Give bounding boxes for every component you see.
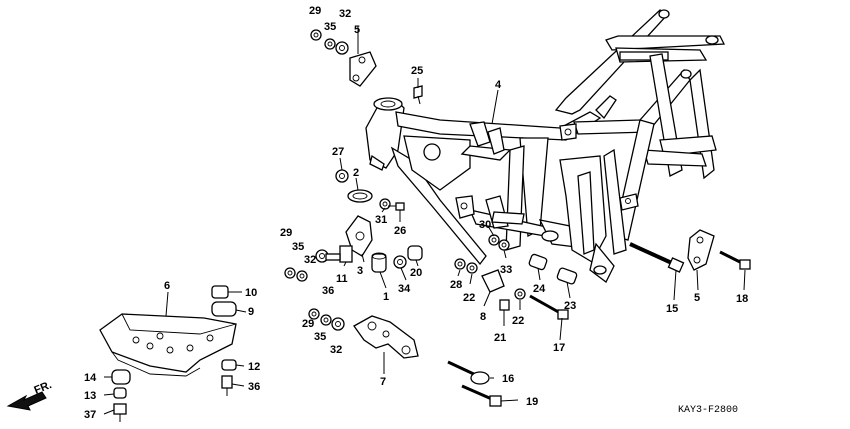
callout-23: 23 <box>564 300 576 312</box>
callout-22: 22 <box>512 315 524 327</box>
bracket-hardware-group-top <box>310 29 423 105</box>
callout-22: 22 <box>463 292 475 304</box>
callout-1: 1 <box>383 291 389 303</box>
callout-32: 32 <box>330 344 342 356</box>
diagram-code: KAY3-F2800 <box>678 405 738 416</box>
callout-24: 24 <box>533 283 546 295</box>
callout-33: 33 <box>500 264 512 276</box>
skid-plate-part-6 <box>99 285 237 422</box>
main-frame-part-4 <box>365 9 726 283</box>
callout-35: 35 <box>324 21 336 33</box>
callout-4: 4 <box>495 79 502 91</box>
callout-36: 36 <box>322 285 334 297</box>
callout-10: 10 <box>245 287 257 299</box>
callout-6: 6 <box>164 280 170 292</box>
callout-14: 14 <box>84 372 97 384</box>
callout-9: 9 <box>248 306 254 318</box>
callout-17: 17 <box>553 342 565 354</box>
callout-26: 26 <box>394 225 406 237</box>
callout-8: 8 <box>480 311 486 323</box>
callout-37: 37 <box>84 409 96 421</box>
callout-2: 2 <box>353 167 359 179</box>
leader-lines <box>103 26 746 415</box>
callout-32: 32 <box>304 254 316 266</box>
callout-3: 3 <box>357 265 363 277</box>
callout-12: 12 <box>248 361 260 373</box>
callout-20: 20 <box>410 267 422 279</box>
callout-28: 28 <box>450 279 462 291</box>
callout-31: 31 <box>375 214 387 226</box>
direction-label: FR. <box>33 379 54 397</box>
callout-5: 5 <box>354 24 360 36</box>
callout-25: 25 <box>411 65 423 77</box>
callout-13: 13 <box>84 390 96 402</box>
callout-19: 19 <box>526 396 538 408</box>
callout-30: 30 <box>479 219 491 231</box>
callout-18: 18 <box>736 293 748 305</box>
engine-mount-hardware <box>284 169 423 282</box>
front-direction-arrow <box>6 391 47 411</box>
callout-29: 29 <box>309 5 321 17</box>
callout-32: 32 <box>339 8 351 20</box>
callout-7: 7 <box>380 376 386 388</box>
callout-16: 16 <box>502 373 514 385</box>
callout-29: 29 <box>302 318 314 330</box>
callout-5: 5 <box>694 292 700 304</box>
callout-29: 29 <box>280 227 292 239</box>
callout-35: 35 <box>314 331 326 343</box>
callout-27: 27 <box>332 146 344 158</box>
callout-21: 21 <box>494 332 506 344</box>
callout-35: 35 <box>292 241 304 253</box>
rear-hardware-group <box>447 229 751 407</box>
callout-11: 11 <box>336 273 348 285</box>
callout-34: 34 <box>398 283 411 295</box>
callout-15: 15 <box>666 303 678 315</box>
engine-hanger-bracket-part-7 <box>308 308 419 359</box>
callout-labels: 29 35 32 5 25 4 27 2 31 26 30 29 35 32 3… <box>84 5 748 421</box>
callout-36: 36 <box>248 381 260 393</box>
